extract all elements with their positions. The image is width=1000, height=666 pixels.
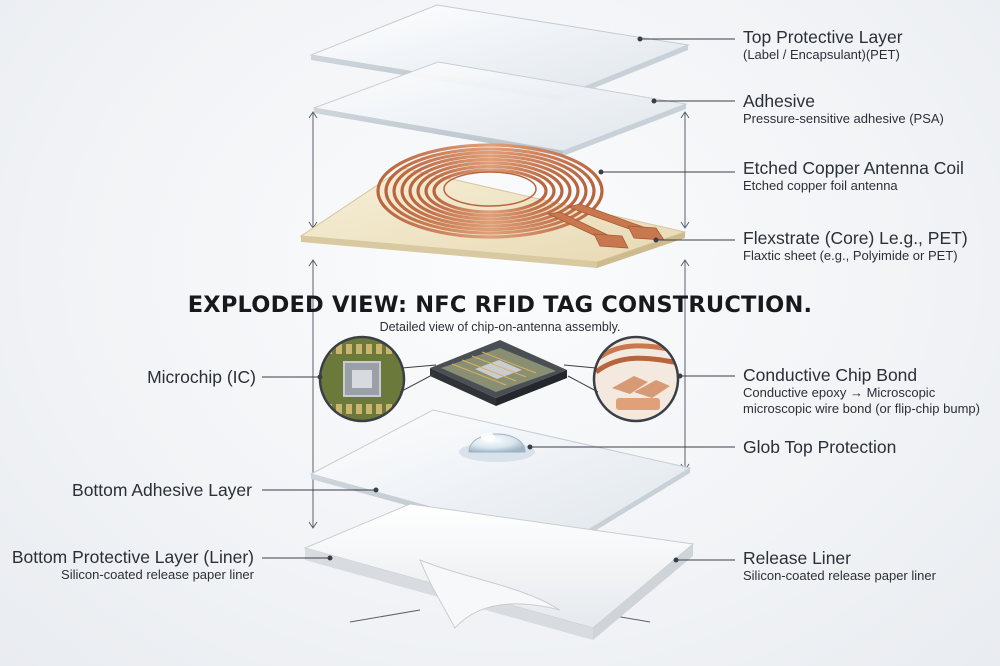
label-title: Top Protective Layer xyxy=(743,27,903,47)
title-block: EXPLODED VIEW: NFC RFID TAG CONSTRUCTION… xyxy=(0,292,1000,334)
label-flexstrate: Flexstrate (Core) Le.g., PET) Flaxtic sh… xyxy=(743,228,968,264)
label-bottom-protective: Bottom Protective Layer (Liner) Silicon-… xyxy=(12,547,254,583)
label-top-protective-layer: Top Protective Layer (Label / Encapsulan… xyxy=(743,27,903,63)
label-bottom-adhesive: Bottom Adhesive Layer xyxy=(72,480,252,500)
label-title: Adhesive xyxy=(743,91,815,111)
release-liner xyxy=(303,503,695,640)
label-sub: Silicon-coated release paper liner xyxy=(61,567,254,583)
label-sub-line-1: Conductive epoxy → Microscopic xyxy=(743,385,936,401)
antenna-leads xyxy=(546,203,665,249)
antenna-coil xyxy=(376,143,604,239)
leader-lines xyxy=(262,36,735,563)
label-sub: Flaxtic sheet (e.g., Polyimide or PET) xyxy=(743,248,958,264)
adhesive-layer xyxy=(312,61,688,156)
label-sub: Silicon-coated release paper liner xyxy=(743,568,936,584)
label-title: Etched Copper Antenna Coil xyxy=(743,158,964,178)
chip-bond-zoom-circle xyxy=(563,335,680,423)
label-title: Flexstrate (Core) Le.g., PET) xyxy=(743,228,968,248)
label-sub: Pressure-sensitive adhesive (PSA) xyxy=(743,111,944,127)
label-sub: Etched copper foil antenna xyxy=(743,178,898,194)
label-microchip: Microchip (IC) xyxy=(147,367,256,387)
label-antenna-coil: Etched Copper Antenna Coil Etched copper… xyxy=(743,158,964,194)
label-title: Microchip (IC) xyxy=(147,367,256,387)
microchip-zoom-circle xyxy=(318,335,437,423)
label-sub-line-2: microscopic wire bond (or flip-chip bump… xyxy=(743,401,980,417)
label-title: Glob Top Protection xyxy=(743,437,897,457)
label-glob-top: Glob Top Protection xyxy=(743,437,896,457)
microchip-center xyxy=(430,340,567,406)
label-adhesive: Adhesive Pressure-sensitive adhesive (PS… xyxy=(743,91,944,127)
diagram-title: EXPLODED VIEW: NFC RFID TAG CONSTRUCTION… xyxy=(187,292,813,318)
label-sub: (Label / Encapsulant)(PET) xyxy=(743,47,900,63)
label-title: Bottom Adhesive Layer xyxy=(72,480,252,500)
label-title: Bottom Protective Layer (Liner) xyxy=(11,547,254,567)
diagram-subtitle: Detailed view of chip-on-antenna assembl… xyxy=(379,320,621,334)
glob-top xyxy=(459,433,535,462)
label-chip-bond: Conductive Chip Bond Conductive epoxy → … xyxy=(743,365,980,417)
label-title: Release Liner xyxy=(743,548,851,568)
label-title: Conductive Chip Bond xyxy=(743,365,918,385)
label-release-liner: Release Liner Silicon-coated release pap… xyxy=(743,548,936,584)
